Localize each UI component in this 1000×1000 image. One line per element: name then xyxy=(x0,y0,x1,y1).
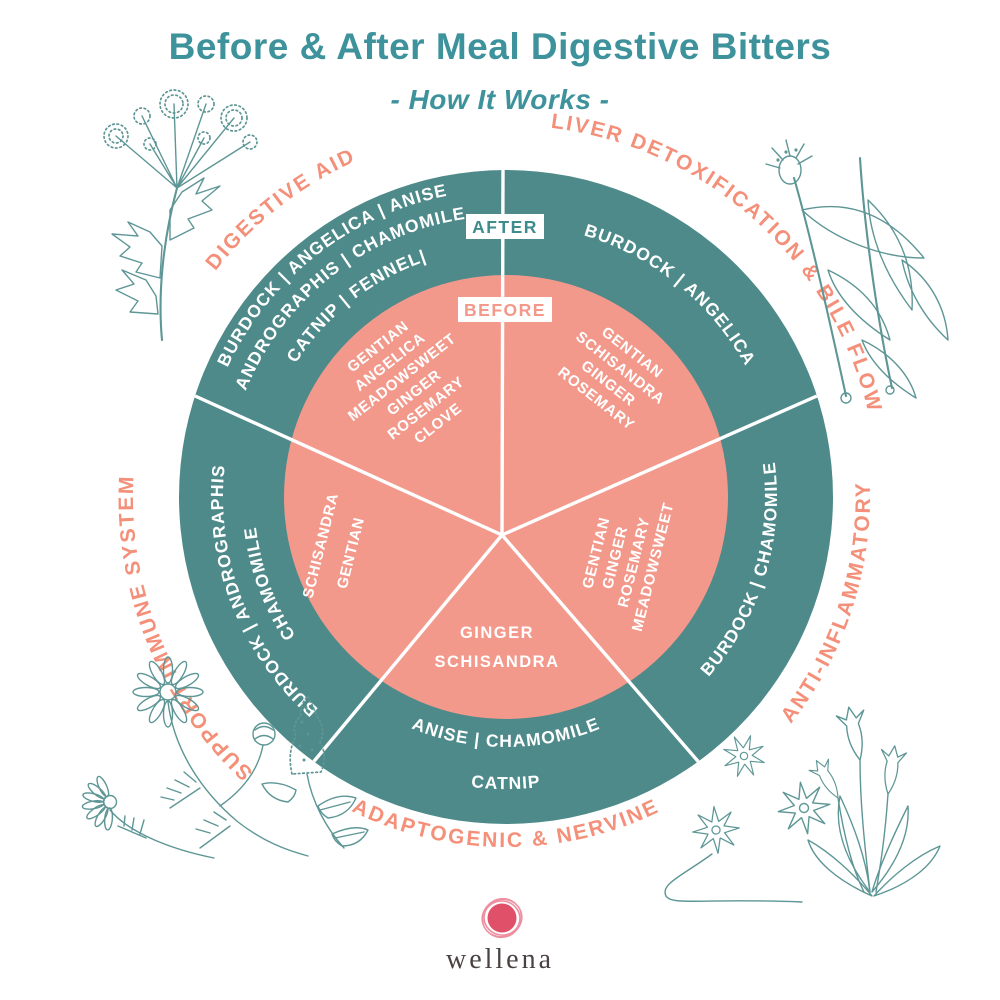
burdock-illustration xyxy=(765,139,949,404)
after-badge: AFTER xyxy=(466,214,544,239)
wellena-wordmark: wellena xyxy=(446,944,554,975)
wellena-logo-mark xyxy=(481,897,523,939)
svg-text:BEFORE: BEFORE xyxy=(464,300,546,320)
chamomile-catnip-illustration xyxy=(81,656,369,859)
inner-adaptogenic-herbs: GINGER SCHISANDRA xyxy=(434,624,559,671)
svg-text:GINGER: GINGER xyxy=(460,624,534,642)
inner-before-circle xyxy=(284,275,728,719)
svg-text:AFTER: AFTER xyxy=(472,217,538,237)
svg-text:SCHISANDRA: SCHISANDRA xyxy=(434,653,559,671)
page-title: Before & After Meal Digestive Bitters xyxy=(168,26,832,67)
page-subtitle: - How It Works - xyxy=(390,84,610,115)
before-badge: BEFORE xyxy=(458,297,552,322)
staranise-gentian-illustration xyxy=(664,703,941,903)
ring-adaptogenic-line2: CATNIP xyxy=(470,771,541,793)
angelica-illustration xyxy=(103,89,258,342)
wellena-logo: wellena xyxy=(446,897,554,975)
